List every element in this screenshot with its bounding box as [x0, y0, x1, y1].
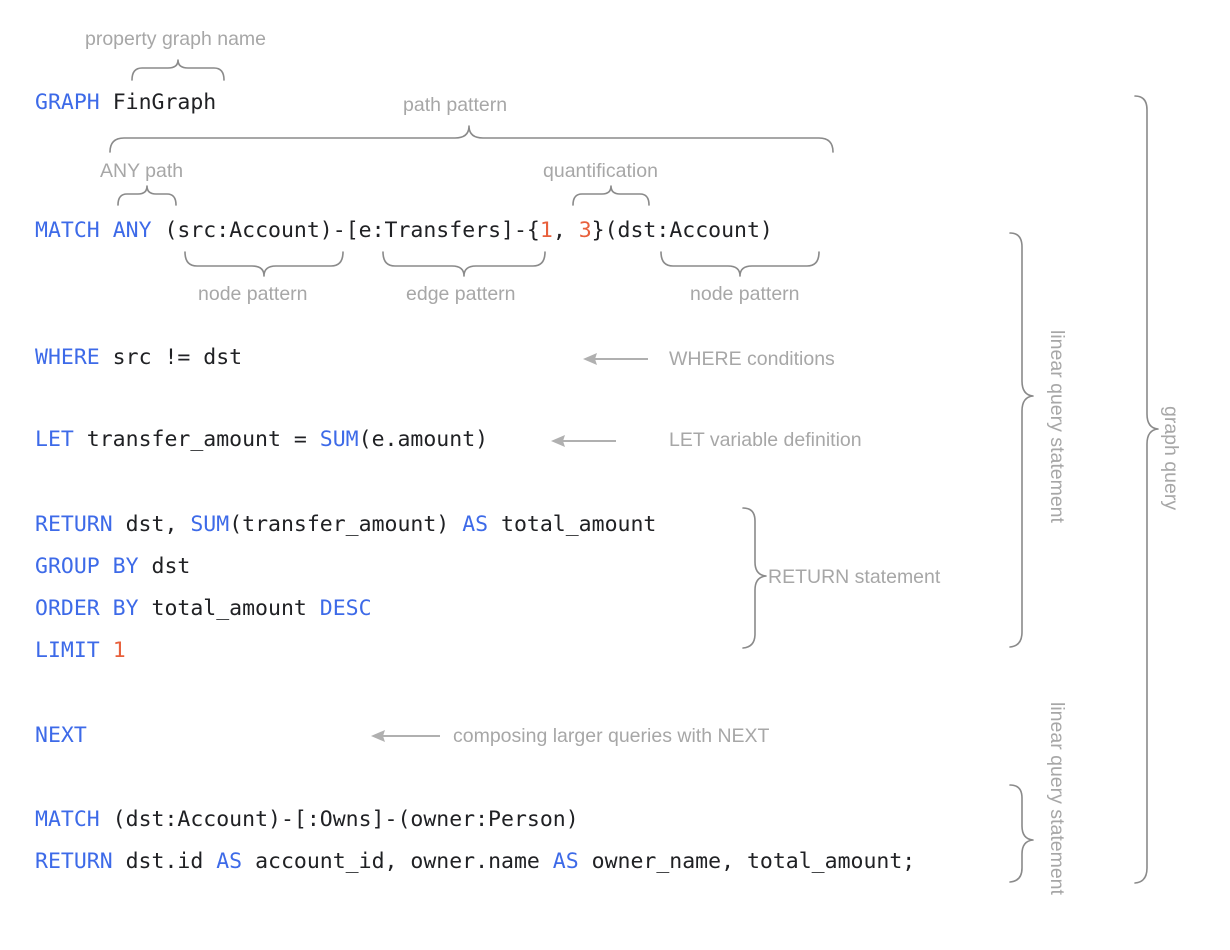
label-any-path: ANY path — [100, 160, 184, 182]
code-token: 1 — [539, 218, 553, 243]
code-line-orderby: ORDER BY total_amount DESC — [35, 598, 372, 620]
label-where-conditions: WHERE conditions — [669, 348, 835, 370]
code-line-limit: LIMIT 1 — [35, 640, 126, 662]
code-token: SUM — [319, 427, 359, 452]
code-token: ANY — [112, 218, 152, 243]
code-token: LIMIT — [35, 638, 100, 663]
code-token: 3 — [578, 218, 592, 243]
code-token: GRAPH — [35, 90, 100, 115]
code-token: NEXT — [35, 723, 87, 748]
arrow-composing-next — [371, 730, 440, 742]
code-token: (dst:Account)-[:Owns]-(owner:Person) — [99, 807, 579, 832]
label-node-pattern-2: node pattern — [690, 283, 800, 305]
code-line-graph: GRAPH FinGraph — [35, 92, 216, 114]
code-token: owner_name, total_amount; — [578, 849, 916, 874]
code-token: MATCH — [35, 807, 100, 832]
code-token: ORDER BY — [35, 596, 139, 621]
brace-quantification — [572, 185, 650, 206]
code-line-next: NEXT — [35, 725, 87, 747]
code-token: RETURN — [35, 512, 113, 537]
code-token — [100, 90, 113, 115]
brace-node-pattern-2 — [660, 251, 820, 277]
code-token: (transfer_amount) — [229, 512, 463, 537]
code-token: , — [552, 218, 579, 243]
arrow-let-variable-definition — [551, 435, 616, 447]
code-token: MATCH — [35, 218, 100, 243]
code-line-let: LET transfer_amount = SUM(e.amount) — [35, 429, 488, 451]
code-token: dst, — [112, 512, 191, 537]
code-token: (e.amount) — [358, 427, 489, 452]
code-token: SUM — [190, 512, 230, 537]
label-path-pattern: path pattern — [403, 94, 508, 116]
code-token: account_id, owner.name — [242, 849, 553, 874]
brace-any-path — [117, 185, 177, 206]
label-linear-query-statement-1: linear query statement — [1046, 330, 1068, 523]
brace-linear-query-statement-2 — [1009, 784, 1034, 883]
arrow-where-conditions — [583, 353, 648, 365]
code-token — [100, 218, 113, 243]
code-token: AS — [216, 849, 243, 874]
label-graph-query: graph query — [1160, 406, 1182, 511]
code-line-groupby: GROUP BY dst — [35, 556, 190, 578]
code-line-return2: RETURN dst.id AS account_id, owner.name … — [35, 851, 915, 873]
brace-return-statement — [742, 507, 767, 649]
code-token: LET — [35, 427, 74, 452]
label-node-pattern-1: node pattern — [198, 283, 308, 305]
code-line-match2: MATCH (dst:Account)-[:Owns]-(owner:Perso… — [35, 809, 579, 831]
brace-graph-query — [1134, 95, 1159, 884]
code-token: total_amount — [138, 596, 320, 621]
label-property-graph-name: property graph name — [85, 28, 267, 50]
code-token: RETURN — [35, 849, 113, 874]
code-token: }(dst:Account) — [591, 218, 773, 243]
label-linear-query-statement-2: linear query statement — [1046, 702, 1068, 895]
code-token: transfer_amount = — [73, 427, 320, 452]
label-let-variable-definition: LET variable definition — [669, 429, 862, 451]
code-line-match: MATCH ANY (src:Account)-[e:Transfers]-{1… — [35, 220, 773, 242]
label-composing-next: composing larger queries with NEXT — [453, 725, 770, 747]
code-token: FinGraph — [112, 90, 217, 115]
code-token: total_amount — [488, 512, 657, 537]
code-token: 1 — [112, 638, 126, 663]
code-line-where: WHERE src != dst — [35, 347, 242, 369]
brace-property-graph-name — [131, 59, 225, 81]
label-edge-pattern: edge pattern — [406, 283, 516, 305]
brace-linear-query-statement-1 — [1009, 232, 1034, 648]
code-token: WHERE — [35, 345, 100, 370]
code-token: dst — [138, 554, 191, 579]
code-token: src != dst — [99, 345, 243, 370]
code-token: AS — [462, 512, 489, 537]
brace-path-pattern — [109, 125, 834, 153]
code-token: AS — [552, 849, 579, 874]
code-token: (src:Account)-[e:Transfers]-{ — [151, 218, 540, 243]
code-token: DESC — [319, 596, 372, 621]
code-token: dst.id — [112, 849, 217, 874]
code-token — [100, 638, 113, 663]
code-token: GROUP BY — [35, 554, 139, 579]
brace-node-pattern-1 — [184, 251, 344, 277]
label-return-statement: RETURN statement — [768, 566, 941, 588]
brace-edge-pattern — [382, 251, 546, 277]
code-line-return: RETURN dst, SUM(transfer_amount) AS tota… — [35, 514, 656, 536]
label-quantification: quantification — [543, 160, 658, 182]
